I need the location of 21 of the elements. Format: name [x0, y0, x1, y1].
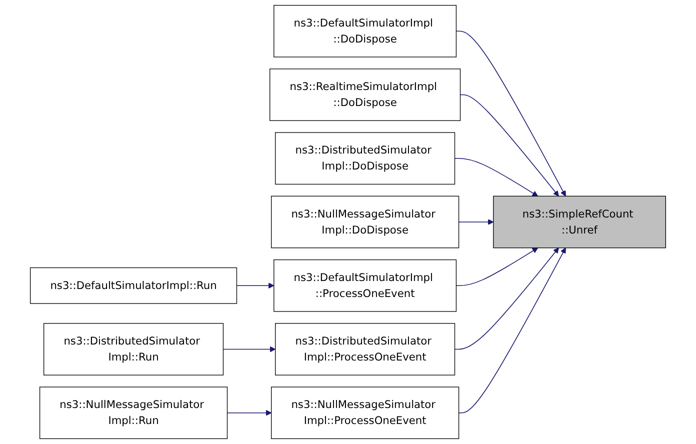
node-box: ns3::DefaultSimulatorImpl::Run — [30, 267, 238, 304]
arrow — [454, 158, 538, 196]
node-box: ns3::DistributedSimulator Impl::DoDispose — [275, 132, 456, 185]
arrow — [454, 248, 559, 350]
node-box: ns3::DistributedSimulator Impl::Run — [43, 323, 224, 376]
arrow — [456, 248, 538, 286]
arrow — [222, 346, 276, 352]
node-box: ns3::SimpleRefCount ::Unref — [493, 196, 666, 248]
node-box: ns3::RealtimeSimulatorImpl ::DoDispose — [270, 68, 461, 121]
arrow — [458, 248, 566, 414]
node-box: ns3::NullMessageSimulator Impl::ProcessOneEvent — [271, 386, 460, 440]
arrow — [226, 410, 272, 416]
node-box: ns3::NullMessageSimulator Impl::DoDispose — [271, 196, 460, 248]
arrow — [458, 219, 494, 225]
node-box: ns3::DefaultSimulatorImpl ::DoDispose — [274, 4, 457, 58]
node-box: ns3::DefaultSimulatorImpl ::ProcessOneEvent — [274, 259, 457, 312]
node-box: ns3::DistributedSimulator Impl::ProcessOneEvent — [275, 323, 456, 376]
arrow — [456, 30, 566, 196]
node-box: ns3::NullMessageSimulator Impl::Run — [39, 386, 228, 440]
arrow — [460, 94, 559, 196]
arrow — [236, 282, 274, 289]
